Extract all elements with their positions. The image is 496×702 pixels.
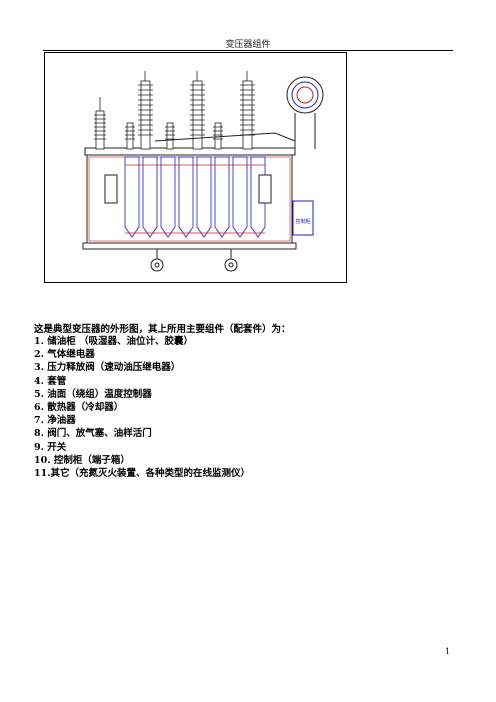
list-item: 9. 开关: [34, 441, 67, 453]
hv-bushings: [94, 71, 255, 150]
radiator-fin: [196, 156, 212, 238]
bushing: [213, 122, 223, 150]
list-item: 5. 油面（绕组）温度控制器: [34, 388, 152, 400]
radiator-fin: [250, 156, 266, 238]
tank-body: [86, 154, 293, 244]
bushing: [125, 122, 135, 150]
tank-base: [82, 242, 297, 250]
transformer-figure: 控制柜: [44, 52, 347, 283]
list-item: 2. 气体继电器: [34, 349, 95, 361]
wheels: [150, 249, 238, 272]
header-title: 变压器组件: [225, 40, 271, 50]
page-number: 1: [445, 647, 451, 656]
side-panel-left: [104, 174, 118, 204]
radiator-fin: [178, 156, 194, 238]
radiator-fin: [214, 156, 230, 238]
control-cabinet-label: 控制柜: [295, 218, 310, 225]
list-item: 10. 控制柜（端子箱）: [34, 454, 130, 466]
bushing: [165, 122, 175, 150]
control-cabinet: [292, 200, 314, 236]
radiator-fin: [142, 156, 158, 238]
intro-text: 这是典型变压器的外形图，其上所用主要组件（配套件）为：: [34, 324, 291, 335]
conservator-pipe: [154, 132, 296, 142]
conservator: [286, 76, 324, 149]
list-item: 7. 净油器: [34, 415, 76, 427]
list-item: 6. 散热器（冷却器）: [34, 401, 124, 413]
bushing: [190, 71, 205, 150]
component-list: 1. 储油柜 （吸湿器、油位计、胶囊） 2. 气体继电器 3. 压力释放阀（速动…: [34, 335, 250, 480]
list-item: 8. 阀门、放气塞、油样活门: [34, 428, 152, 440]
list-item: 11.其它（充氮灭火装置、各种类型的在线监测仪）: [34, 467, 251, 479]
transformer-drawing: 控制柜: [82, 71, 324, 272]
bushing: [94, 97, 106, 150]
radiator-fin: [232, 156, 248, 238]
list-item: 4. 套管: [34, 375, 67, 387]
bushing: [138, 71, 153, 150]
list-item: 1. 储油柜 （吸湿器、油位计、胶囊）: [34, 336, 194, 347]
radiator-fin: [160, 156, 176, 238]
side-panel-right: [258, 174, 272, 204]
tank-cover: [84, 147, 296, 156]
radiator-fin: [124, 156, 140, 238]
radiator-bank: [124, 156, 266, 238]
bushing: [240, 71, 255, 150]
list-item: 3. 压力释放阀（速动油压继电器）: [34, 362, 181, 374]
header-divider: [43, 50, 453, 51]
